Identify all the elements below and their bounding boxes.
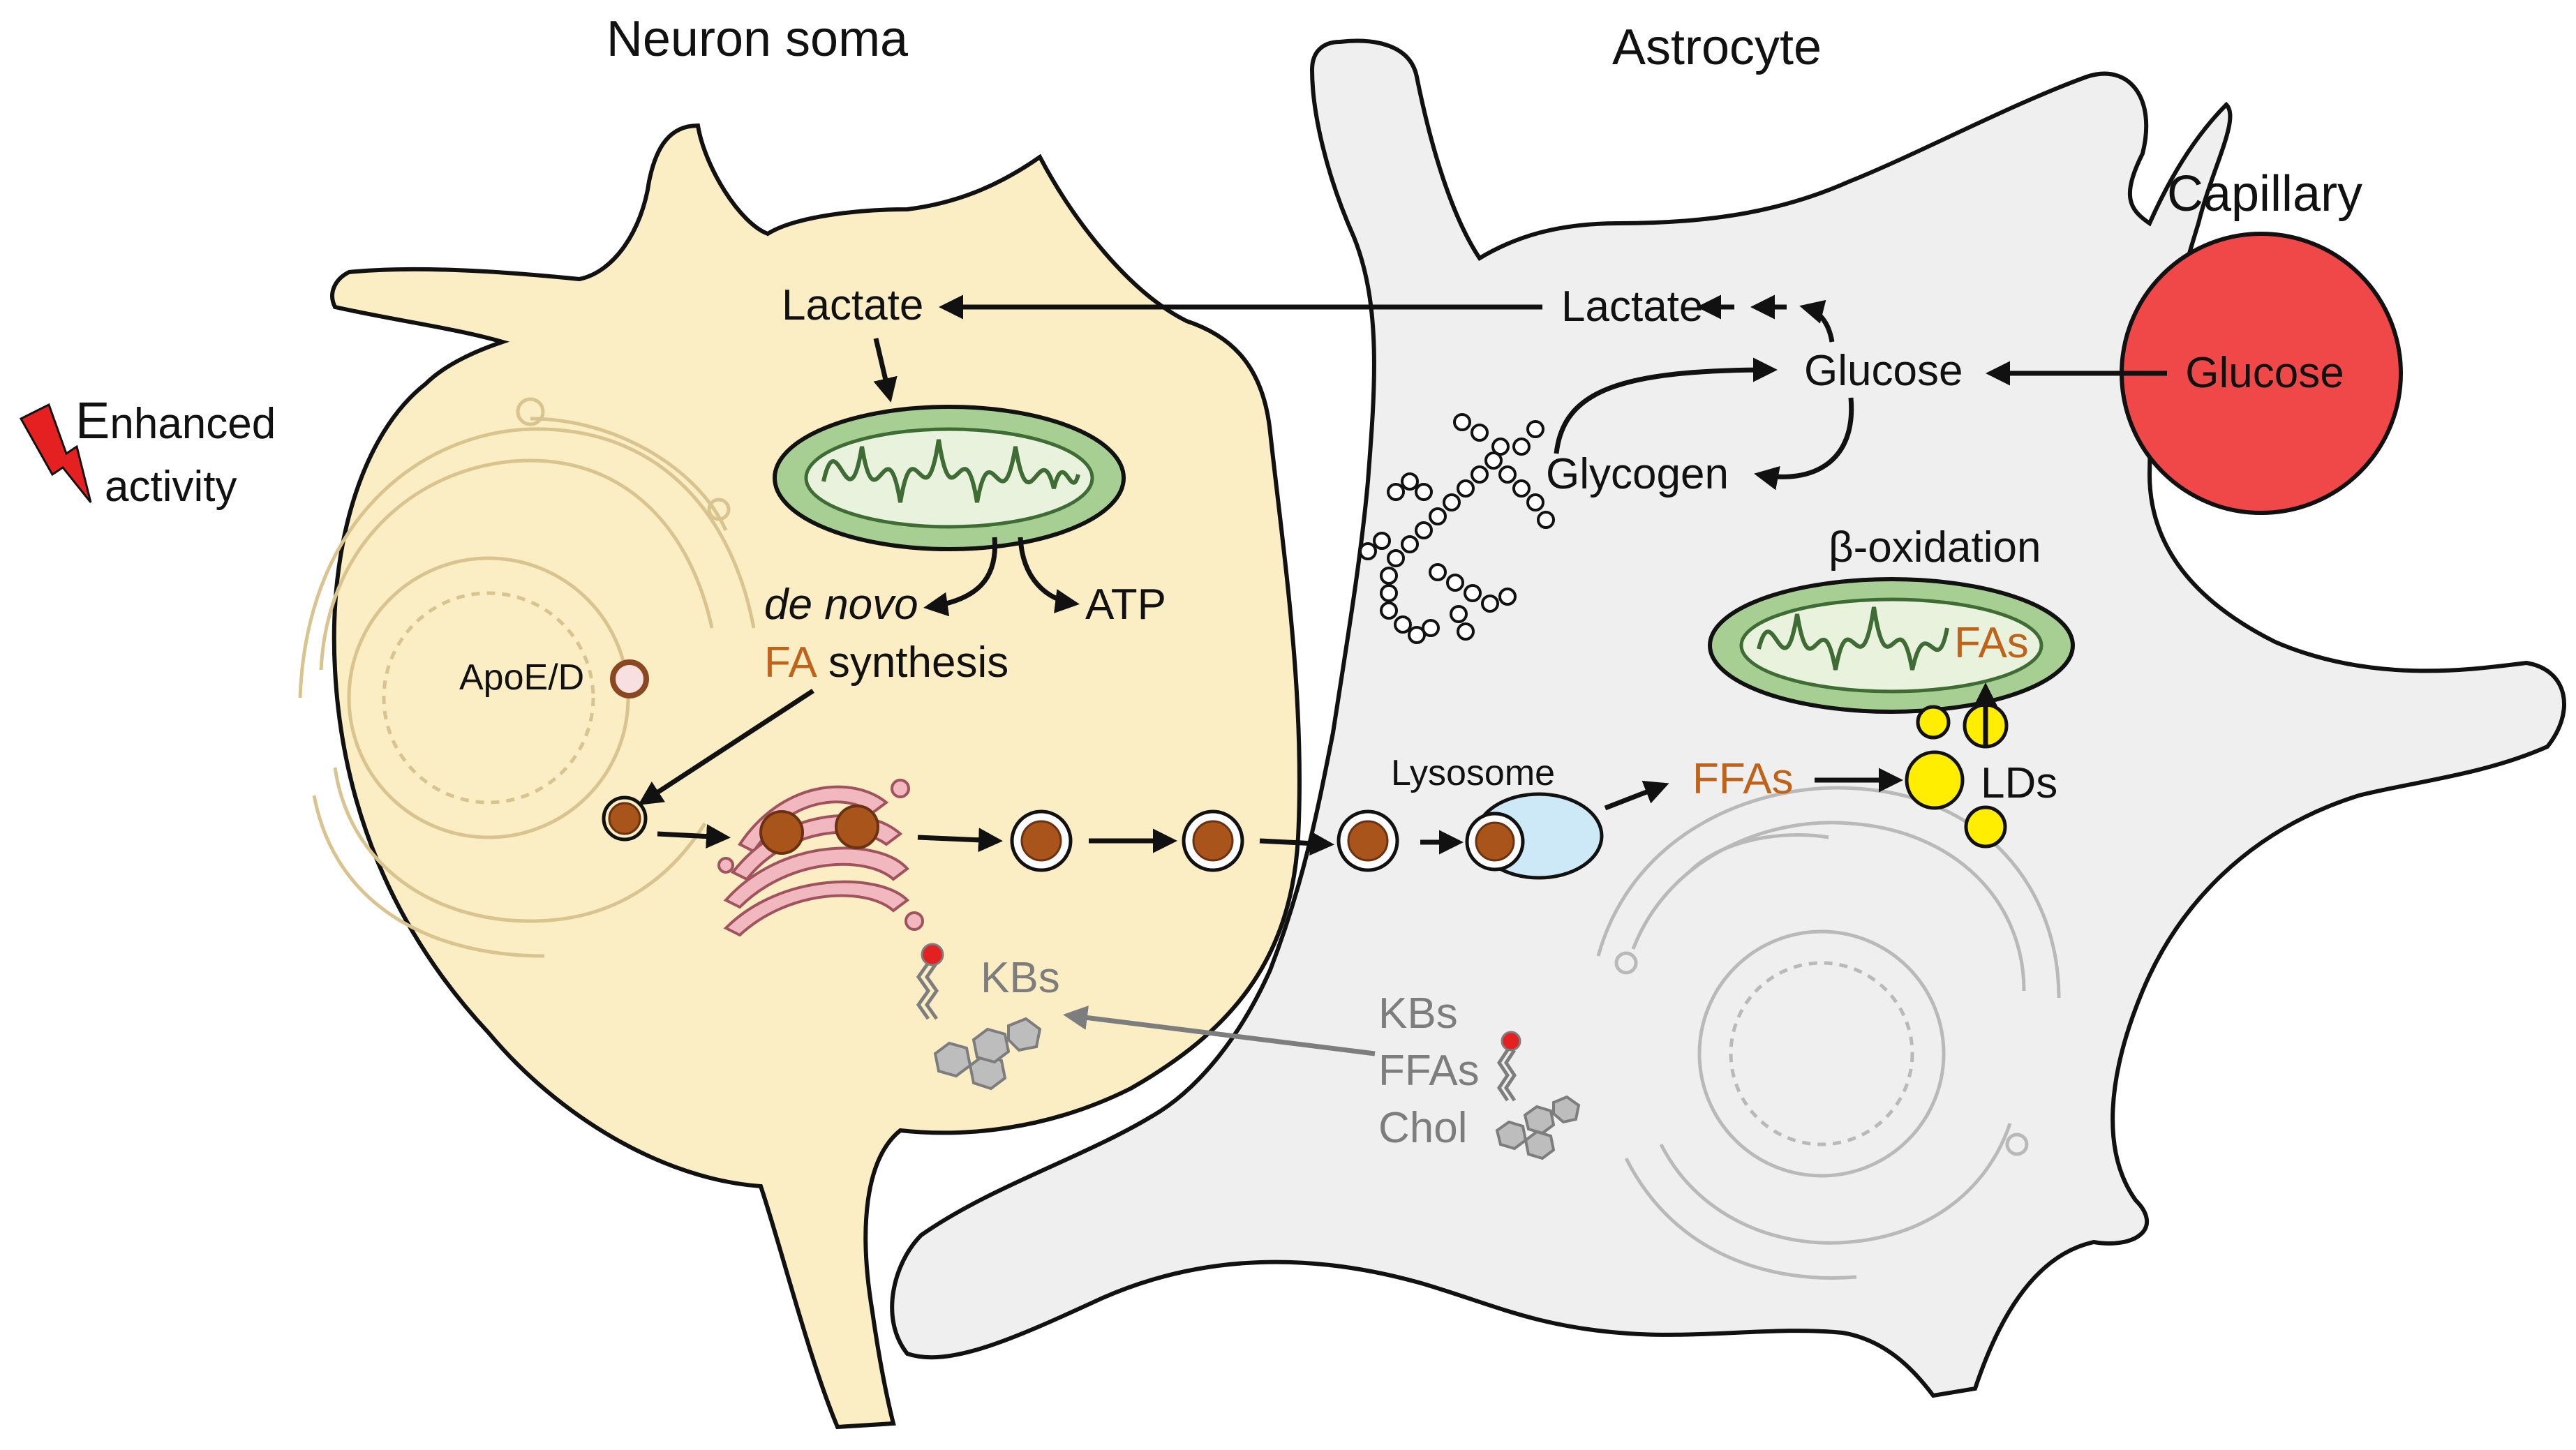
glycogen-label: Glycogen: [1546, 450, 1729, 498]
astrocyte-er-faint: [1596, 786, 2061, 1280]
enhanced-activity-line2: activity: [105, 463, 237, 511]
glucose-capillary-label: Glucose: [2185, 349, 2344, 397]
neuron-er-faint: [298, 397, 756, 958]
lactate-neuron-label: Lactate: [782, 281, 923, 329]
chol-label: Chol: [1378, 1104, 1468, 1152]
kbs-astrocyte-label: KBs: [1378, 989, 1458, 1038]
de-novo-label: de novo: [764, 581, 918, 629]
ffas-orange-label: FFAs: [1692, 755, 1794, 803]
beta-oxidation-label: β-oxidation: [1829, 523, 2041, 571]
enhanced-initial: E: [75, 391, 110, 449]
astrocyte-title: Astrocyte: [1612, 20, 1822, 75]
lactate-astrocyte-label: Lactate: [1561, 283, 1703, 331]
synthesis-text: synthesis: [828, 638, 1008, 687]
capillary-title: Capillary: [2167, 166, 2362, 222]
kbs-neuron-label: KBs: [981, 954, 1060, 1002]
enhanced-rest: nhanced: [110, 400, 276, 448]
neuron-soma-title: Neuron soma: [606, 11, 909, 67]
lysosome-label: Lysosome: [1391, 753, 1555, 793]
apoe-particle: [610, 659, 649, 698]
lipid-particles: [602, 795, 1399, 872]
astrocyte-mitochondrion: [1708, 577, 2075, 714]
glycogen-granules: [1359, 413, 1555, 644]
fas-label: FAs: [1954, 619, 2029, 667]
enhanced-activity-line1: Enhanced: [75, 391, 276, 449]
lightning-bolt-icon: [19, 403, 92, 503]
astrocyte-lipid-molecules: [1495, 1031, 1581, 1160]
neuron-mitochondrion: [773, 405, 1126, 551]
lds-label: LDs: [1981, 759, 2057, 807]
apoe-label: ApoE/D: [459, 657, 584, 698]
grey-arrow: [1063, 1006, 1376, 1056]
fa-text: FA: [764, 638, 817, 687]
ffas-astrocyte-label: FFAs: [1378, 1047, 1480, 1095]
arrows: [638, 294, 2167, 856]
lysosome: [1465, 792, 1604, 880]
atp-label: ATP: [1085, 581, 1166, 629]
glucose-astrocyte-label: Glucose: [1804, 347, 1963, 395]
neuron-lipid-molecules: [916, 943, 1042, 1091]
